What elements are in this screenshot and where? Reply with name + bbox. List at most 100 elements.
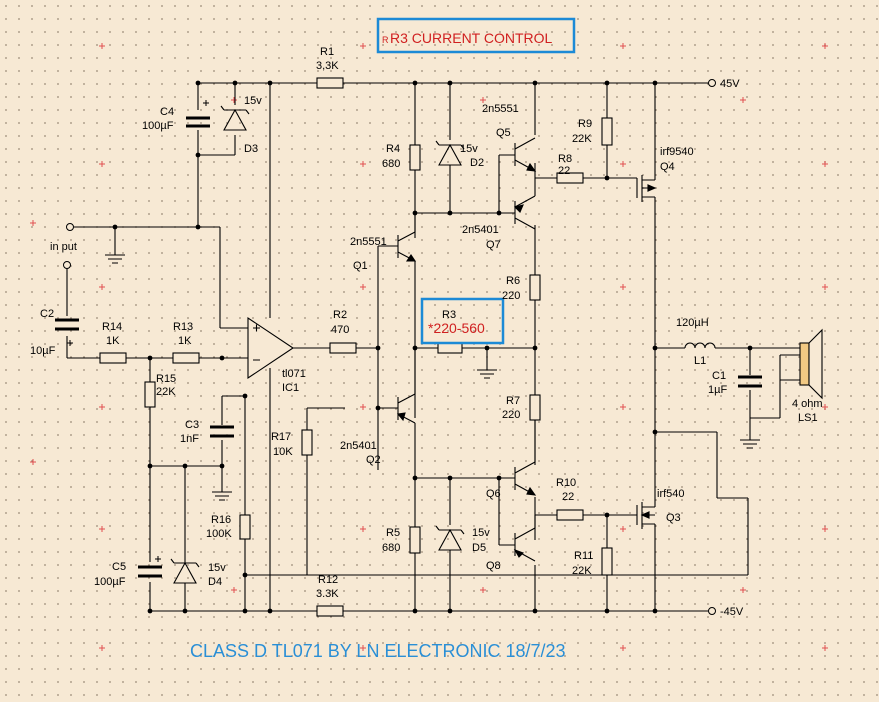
capacitor-C4[interactable]	[186, 100, 210, 128]
transistor-Q7[interactable]	[513, 178, 536, 230]
C3-ref: C3	[185, 419, 199, 431]
ground-symbol	[212, 491, 232, 501]
R14-value: 1K	[106, 335, 120, 347]
title-note-marker: R	[382, 35, 389, 45]
Q8-ref: Q8	[486, 560, 501, 572]
resistor-R9[interactable]	[601, 117, 613, 146]
resistor-R12[interactable]	[316, 605, 344, 617]
mosfet-Q4[interactable]	[636, 175, 657, 202]
IC1-ref: IC1	[282, 382, 299, 394]
zener-D3[interactable]	[220, 105, 250, 131]
junctions	[112, 80, 753, 614]
R2-ref: R2	[333, 309, 347, 321]
zener-D5[interactable]	[435, 525, 465, 551]
resistor-R8[interactable]	[556, 172, 584, 184]
transistor-Q2[interactable]	[396, 348, 416, 448]
R7-value: 220	[502, 409, 520, 421]
Q4-ref: Q4	[660, 161, 675, 173]
mosfet-Q3[interactable]	[636, 500, 656, 529]
capacitor-C5[interactable]	[138, 556, 162, 578]
R12-ref: R12	[318, 574, 338, 586]
Q4-value: irf9540	[660, 146, 694, 158]
transistor-Q5[interactable]	[514, 137, 537, 172]
LS1-value: 4 ohm	[792, 398, 823, 410]
R12-value: 3.3K	[316, 588, 339, 600]
R3-value: *220-560	[428, 320, 485, 336]
zener-D2[interactable]	[435, 140, 465, 166]
D4-value: 15v	[208, 562, 226, 574]
R13-ref: R13	[173, 321, 193, 333]
D3-value: 15v	[244, 95, 262, 107]
Q5-ref: Q5	[496, 127, 511, 139]
capacitor-C2[interactable]	[55, 318, 79, 346]
resistor-R6[interactable]	[529, 274, 541, 301]
L1-ref: L1	[694, 355, 706, 367]
C2-value: 10µF	[30, 345, 56, 357]
capacitor-C1[interactable]	[738, 375, 762, 388]
R17-value: 10K	[273, 446, 293, 458]
C4-value: 100µF	[142, 120, 174, 132]
R16-value: 100K	[206, 528, 232, 540]
grid-markers	[30, 43, 828, 651]
resistor-R11[interactable]	[601, 547, 613, 576]
R10-ref: R10	[556, 477, 576, 489]
ground-symbol	[105, 254, 125, 264]
footer-title: CLASS D TL071 BY LN ELECTRONIC 18/7/23	[190, 641, 566, 661]
Q7-value: 2n5401	[462, 224, 499, 236]
D2-ref: D2	[470, 157, 484, 169]
transistor-Q8[interactable]	[513, 515, 536, 562]
resistor-R1[interactable]	[316, 77, 344, 89]
wiring	[66, 82, 800, 612]
R1-value: 3,3K	[316, 60, 339, 72]
R1-ref: R1	[320, 46, 334, 58]
input-label: in put	[50, 241, 77, 253]
Q2-value: 2n5401	[340, 440, 377, 452]
capacitor-C3[interactable]	[210, 425, 234, 438]
R6-ref: R6	[506, 275, 520, 287]
Q1-value: 2n5551	[350, 236, 387, 248]
R11-ref: R11	[574, 550, 593, 562]
LS1-ref: LS1	[798, 412, 818, 424]
C5-ref: C5	[112, 561, 126, 573]
title-note-text: R3 CURRENT CONTROL	[390, 30, 553, 46]
R4-value: 680	[382, 158, 400, 170]
R7-ref: R7	[506, 395, 520, 407]
terminals	[63, 79, 716, 615]
R13-value: 1K	[178, 335, 192, 347]
transistor-Q6[interactable]	[514, 420, 537, 496]
R15-ref: R15	[156, 373, 176, 385]
R16-ref: R16	[211, 514, 231, 526]
R9-value: 22K	[572, 133, 592, 145]
L1-value: 120µH	[676, 317, 709, 329]
resistor-R5[interactable]	[409, 526, 421, 554]
D5-value: 15v	[472, 527, 490, 539]
resistor-R7[interactable]	[529, 394, 541, 421]
R8-ref: R8	[558, 153, 572, 165]
resistor-R17[interactable]	[301, 429, 313, 456]
resistor-R2[interactable]	[329, 342, 357, 354]
inductor-L1[interactable]	[684, 342, 716, 349]
transistor-Q1[interactable]	[397, 213, 417, 275]
resistor-R10[interactable]	[556, 509, 584, 521]
speaker-LS1[interactable]	[799, 328, 823, 400]
Q7-ref: Q7	[486, 239, 501, 251]
pos-supply-label: 45V	[720, 78, 740, 90]
C1-ref: C1	[712, 370, 726, 382]
resistor-R16[interactable]	[239, 514, 251, 540]
resistor-R13[interactable]	[172, 352, 200, 364]
ground-symbol	[477, 369, 497, 379]
resistor-R14[interactable]	[99, 352, 127, 364]
C3-value: 1nF	[180, 433, 199, 445]
R5-value: 680	[382, 542, 400, 554]
zener-D4[interactable]	[170, 558, 200, 584]
D2-value: 15v	[460, 143, 478, 155]
Q3-value: irf540	[657, 488, 685, 500]
resistor-R15[interactable]	[144, 381, 156, 408]
resistor-R4[interactable]	[409, 144, 421, 171]
resistor-R3[interactable]	[437, 342, 463, 354]
Q2-ref: Q2	[366, 454, 381, 466]
opamp-IC1[interactable]	[247, 316, 294, 380]
R17-ref: R17	[271, 431, 291, 443]
R4-ref: R4	[386, 143, 400, 155]
